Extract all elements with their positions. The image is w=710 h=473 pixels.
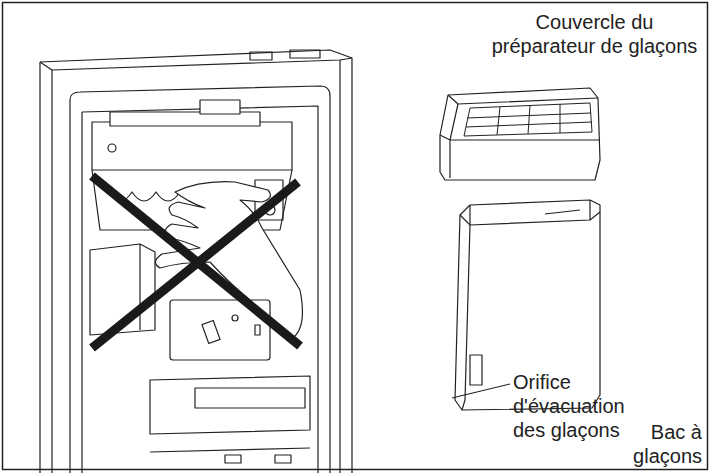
lower-panel (90, 244, 310, 463)
part-label: Couvercle du préparateur de glaçons (487, 10, 702, 58)
frame-border (3, 3, 708, 470)
hand (155, 182, 302, 340)
ice-maker-cover (440, 88, 600, 180)
part-label: Bac à glaçons (612, 420, 702, 468)
fridge-door (40, 50, 352, 473)
part-label: Orifice d'évacuation des glaçons (513, 370, 643, 442)
prohibition-cross (92, 176, 300, 348)
leader-line (452, 384, 510, 398)
